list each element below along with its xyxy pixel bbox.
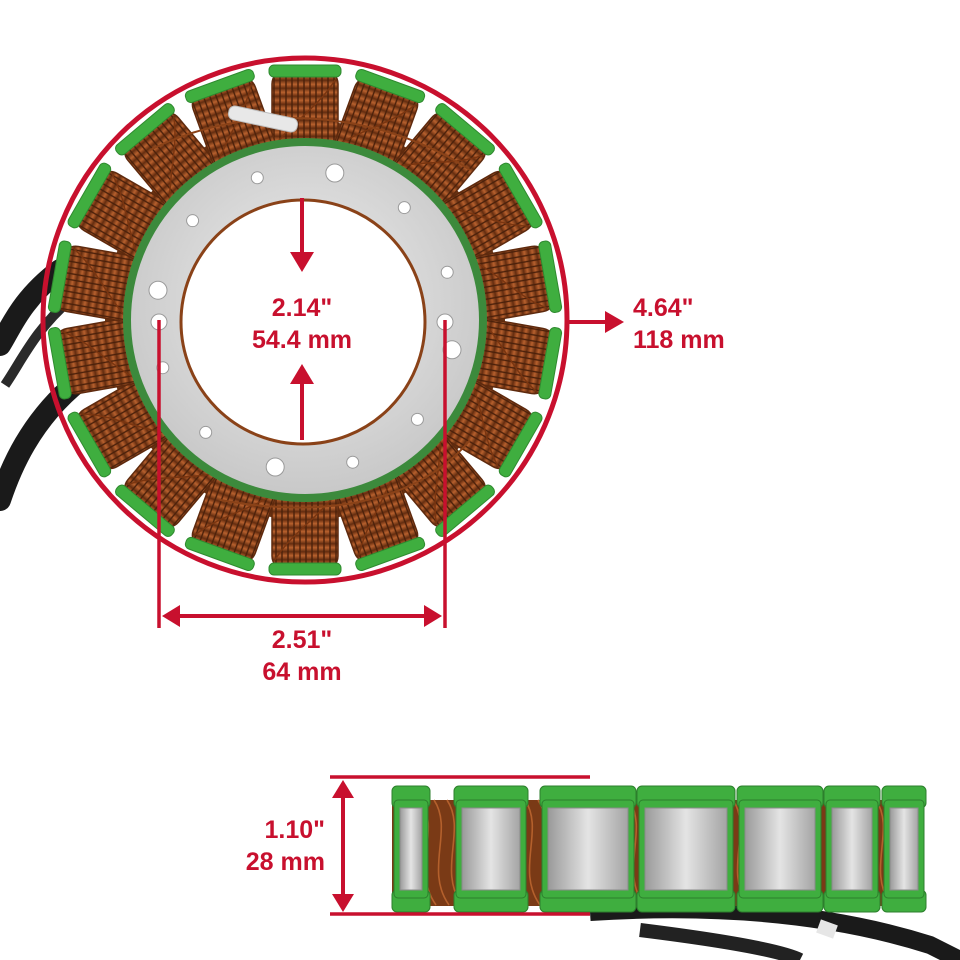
coil bbox=[47, 240, 144, 322]
wire-harness-side bbox=[589, 900, 960, 960]
mounting-hole bbox=[397, 201, 411, 215]
mounting-hole bbox=[186, 214, 200, 228]
mounting-hole bbox=[440, 265, 454, 279]
pole-shoe bbox=[391, 785, 431, 913]
mounting-hole bbox=[325, 163, 345, 183]
mounting-hole bbox=[346, 455, 360, 469]
pole-shoe bbox=[539, 785, 637, 913]
inner-diameter-arrows bbox=[290, 198, 314, 440]
pole-shoe bbox=[823, 785, 881, 913]
inner-diameter-mm: 54.4 mm bbox=[251, 326, 353, 354]
pole-shoe bbox=[881, 785, 927, 913]
mounting-hole bbox=[410, 412, 424, 426]
bolt-spacing-label: 2.51" 64 mm bbox=[232, 624, 372, 688]
outer-diameter-arrow bbox=[568, 311, 624, 333]
coil bbox=[47, 318, 144, 400]
stator-top-view bbox=[47, 64, 563, 576]
bolt-spacing-marker bbox=[157, 320, 447, 628]
outer-diameter-mm: 118 mm bbox=[633, 326, 725, 354]
mounting-hole bbox=[148, 280, 168, 300]
outer-diameter-label: 4.64" 118 mm bbox=[633, 292, 773, 356]
mounting-hole bbox=[265, 457, 285, 477]
bolt-spacing-inch: 2.51" bbox=[271, 626, 333, 654]
outer-diameter-circle bbox=[40, 55, 570, 585]
outer-diameter-inch: 4.64" bbox=[633, 294, 694, 322]
bolt-spacing-mm: 64 mm bbox=[262, 658, 342, 686]
mounting-hole bbox=[442, 340, 462, 360]
height-inch: 1.10" bbox=[264, 816, 325, 844]
mounting-hole bbox=[250, 171, 264, 185]
inner-diameter-inch: 2.14" bbox=[271, 294, 333, 322]
inner-diameter-label: 2.14" 54.4 mm bbox=[232, 292, 372, 356]
height-marker bbox=[330, 775, 590, 916]
zip-tie bbox=[227, 105, 299, 133]
pole-shoe bbox=[736, 785, 824, 913]
height-label: 1.10" 28 mm bbox=[205, 814, 325, 878]
pole-shoe bbox=[636, 785, 736, 913]
coil bbox=[466, 240, 563, 322]
stator-side-view bbox=[391, 785, 927, 913]
pole-shoe bbox=[453, 785, 529, 913]
mounting-hole bbox=[199, 425, 213, 439]
height-mm: 28 mm bbox=[245, 848, 325, 876]
